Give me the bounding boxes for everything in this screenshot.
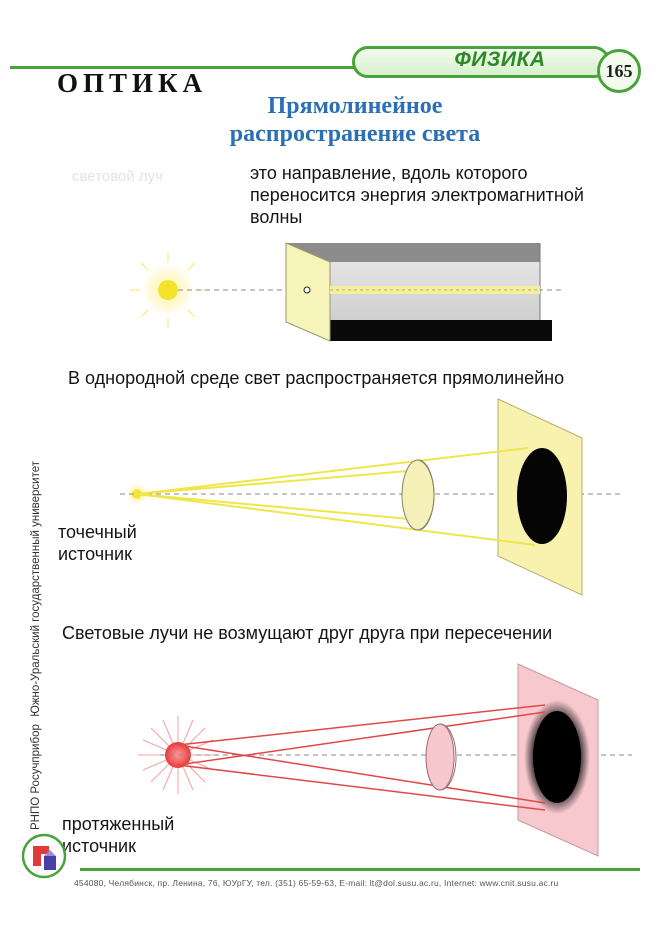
definition-line2: переносится энергия электромагнитной (250, 185, 584, 205)
extended-source-label: протяженный источник (62, 813, 174, 857)
point-source-label-line2: источник (58, 544, 132, 564)
footer-rule (80, 868, 640, 871)
sun-icon (130, 252, 206, 328)
topic-title-line2: распространение света (229, 121, 481, 147)
header-rule (10, 66, 355, 69)
side-credits: РНПО Росучприбор Южно-Уральский государс… (30, 390, 46, 830)
definition-line3: волны (250, 207, 303, 227)
publisher-logo-icon (21, 833, 67, 879)
statement-no-interference: Световые лучи не возмущают друг друга пр… (62, 623, 553, 643)
subject-banner (352, 46, 610, 78)
shadow-1 (517, 448, 567, 544)
topic-title-line1: Прямолинейное (267, 93, 443, 119)
term-label: световой луч (72, 168, 163, 185)
publisher-credit: РНПО Росучприбор (30, 724, 42, 830)
disc-2 (425, 723, 455, 791)
statement-homogeneous: В однородной среде свет распространяется… (68, 368, 565, 388)
beam-box (285, 242, 552, 342)
point-source-label: точечный источник (58, 521, 137, 565)
university-credit: Южно-Уральский государственный университ… (30, 460, 42, 717)
subject-label: ФИЗИКА (454, 48, 546, 71)
section-title: ОПТИКА (57, 68, 208, 98)
definition-text: это направление, вдоль которого переноси… (250, 162, 640, 228)
extended-source-label-line2: источник (62, 836, 136, 856)
umbra (533, 711, 581, 803)
topic-title: Прямолинейное распространение света (190, 92, 520, 148)
rays-2 (177, 704, 546, 811)
footer-address: 454080, Челябинск, пр. Ленина, 76, ЮУрГУ… (74, 878, 559, 888)
definition-line1: это направление, вдоль которого (250, 163, 528, 183)
point-source-label-line1: точечный (58, 522, 137, 542)
extended-source-label-line1: протяженный (62, 814, 175, 834)
page-number-badge: 165 (597, 49, 641, 93)
rays-1 (136, 447, 536, 546)
